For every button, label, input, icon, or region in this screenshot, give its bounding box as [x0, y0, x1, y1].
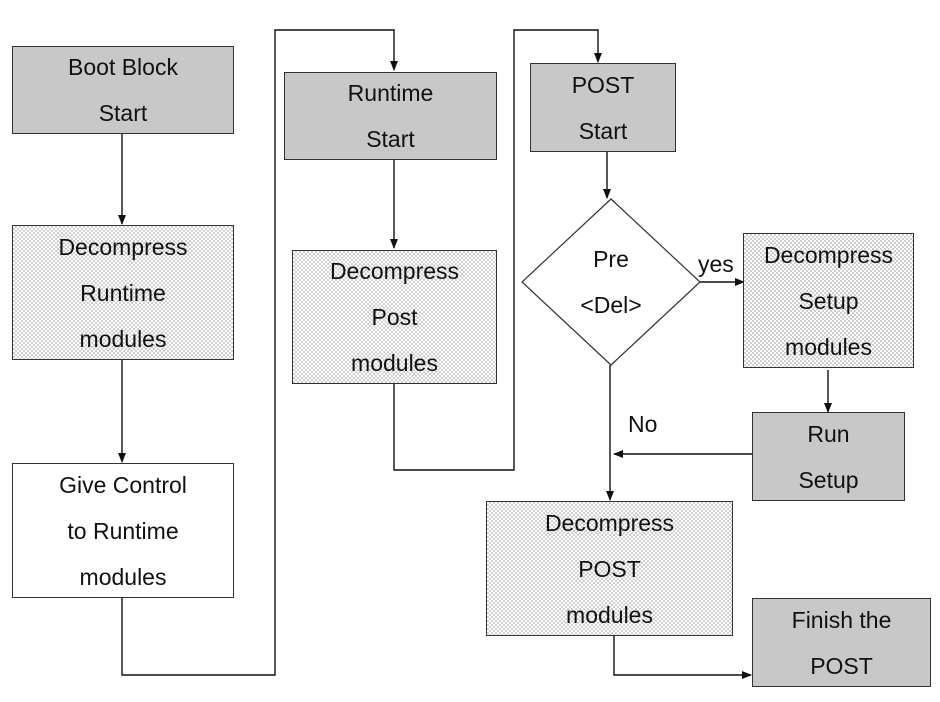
decision-diamond: [521, 198, 701, 366]
finish-post-box: Finish the POST: [752, 598, 931, 687]
decompress-runtime-line-2: Runtime: [80, 279, 166, 306]
give-control-line-1: Give Control: [59, 471, 187, 498]
run-setup-box: Run Setup: [752, 412, 905, 501]
decompress-post-line-2: Post: [371, 304, 418, 330]
decompress-setup-line-3: modules: [785, 333, 872, 360]
decompress-post-line-1: Decompress: [329, 258, 460, 284]
give-control-box: Give Control to Runtime modules: [12, 463, 234, 598]
arrow-decompress-post-to-post-start: [393, 29, 602, 471]
decompress-post-line-3: modules: [351, 350, 438, 376]
boot-block-start-line-1: Boot Block: [68, 54, 178, 80]
decompress-setup-line-2: Setup: [798, 287, 859, 314]
decision-line-1: Pre: [593, 246, 629, 272]
runtime-start-box: Runtime Start: [284, 72, 497, 160]
post-start-box: POST Start: [530, 63, 676, 152]
arrow-decompress-post-modules-to-finish: [613, 636, 752, 679]
decompress-runtime-line-1: Decompress: [58, 233, 188, 260]
post-start-line-1: POST: [571, 71, 635, 98]
boot-block-start-box: Boot Block Start: [12, 46, 234, 134]
decompress-post-modules-line-3: modules: [566, 601, 653, 628]
run-setup-line-1: Run: [807, 420, 850, 447]
finish-post-line-2: POST: [810, 652, 873, 679]
give-control-line-3: modules: [79, 563, 167, 590]
decision-label: Pre <Del>: [522, 199, 700, 365]
decompress-post-modules-line-1: Decompress: [544, 509, 675, 536]
runtime-start-line-1: Runtime: [347, 80, 434, 106]
decompress-post-box: Decompress Post modules: [292, 250, 497, 384]
decompress-setup-box: Decompress Setup modules: [743, 233, 914, 368]
no-branch-label: No: [628, 411, 658, 437]
decision-line-2: <Del>: [580, 292, 642, 318]
decompress-runtime-modules-box: Decompress Runtime modules: [12, 225, 234, 360]
boot-block-start-line-2: Start: [98, 100, 148, 126]
finish-post-line-1: Finish the: [791, 606, 892, 633]
decompress-runtime-line-3: modules: [79, 325, 167, 352]
decompress-setup-line-1: Decompress: [763, 241, 894, 268]
decompress-post-modules-line-2: POST: [578, 555, 641, 582]
decompress-post-modules-box: Decompress POST modules: [486, 501, 733, 636]
post-start-line-2: Start: [578, 117, 628, 144]
run-setup-line-2: Setup: [798, 466, 859, 493]
runtime-start-line-2: Start: [366, 126, 415, 152]
arrow-give-control-to-runtime-start: [121, 29, 398, 676]
yes-branch-label: yes: [698, 251, 734, 277]
give-control-line-2: to Runtime: [67, 517, 179, 544]
